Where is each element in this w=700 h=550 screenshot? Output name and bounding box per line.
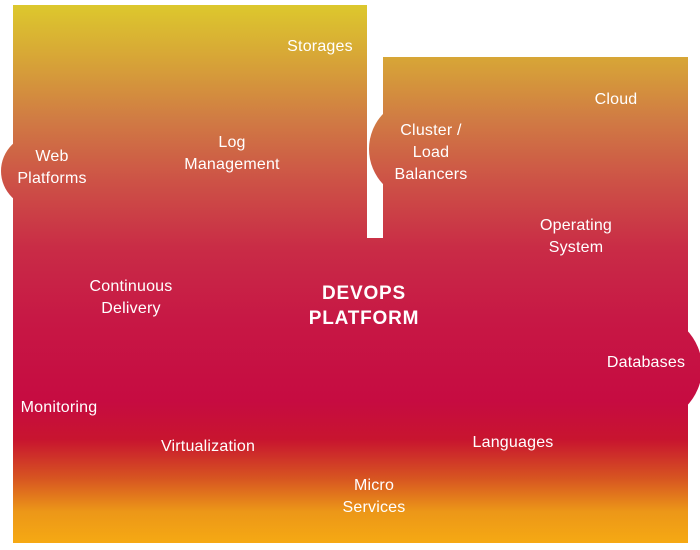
label-storages: Storages	[287, 38, 353, 55]
label-operating-system: Operating System	[539, 217, 613, 256]
tab-databases	[592, 313, 700, 423]
label-devops-platform: DEVOPS PLATFORM	[308, 283, 420, 329]
label-virtualization: Virtualization	[160, 438, 256, 455]
puzzle-piece-top-left	[13, 5, 367, 543]
tab-web-platforms	[1, 134, 75, 208]
label-languages: Languages	[472, 434, 554, 451]
label-micro-services: Micro Services	[342, 477, 406, 516]
label-cluster-load-balancers: Cluster / Load Balancers	[394, 122, 468, 183]
label-web-platforms: Web Platforms	[17, 148, 87, 187]
label-continuous-delivery: Continuous Delivery	[89, 278, 173, 317]
label-log-management: Log Management	[184, 134, 280, 173]
tab-cluster	[369, 98, 471, 200]
label-databases: Databases	[606, 354, 686, 371]
label-cloud: Cloud	[594, 91, 638, 108]
label-monitoring: Monitoring	[20, 399, 98, 416]
